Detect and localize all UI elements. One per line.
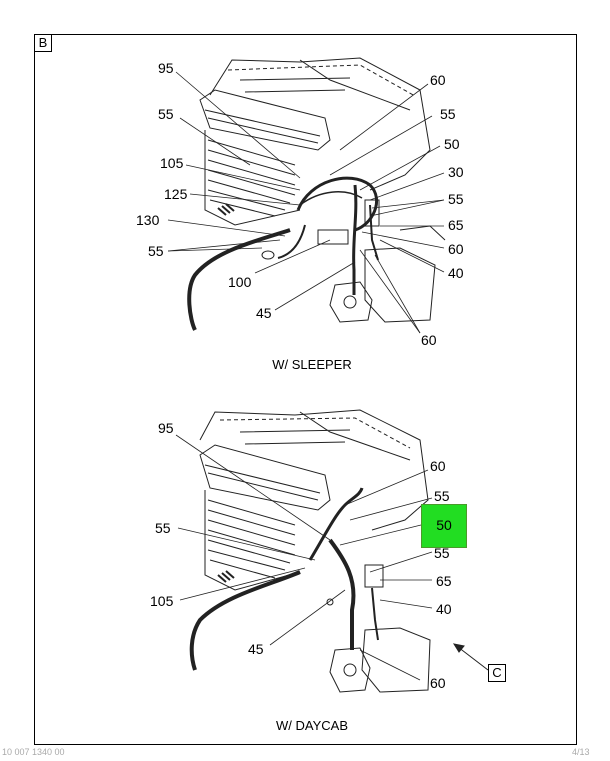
highlighted-callout-label: 50 [436, 517, 452, 533]
callout-95: 95 [158, 420, 174, 436]
bottom-view-caption: W/ DAYCAB [276, 718, 348, 733]
callout-60: 60 [430, 458, 446, 474]
callout-50: 50 [444, 136, 460, 152]
callout-95: 95 [158, 60, 174, 76]
callout-105: 105 [160, 155, 184, 171]
callout-60: 60 [430, 72, 446, 88]
callout-60: 60 [448, 241, 464, 257]
callout-55: 55 [434, 545, 450, 561]
callout-55: 55 [155, 520, 171, 536]
callout-30: 30 [448, 164, 464, 180]
callout-45: 45 [256, 305, 272, 321]
bottom-engine-assembly [189, 409, 431, 693]
view-label-box: C [488, 664, 506, 682]
view-arrow [452, 643, 489, 671]
callout-65: 65 [448, 217, 464, 233]
top-view-caption: W/ SLEEPER [272, 357, 352, 372]
callout-105: 105 [150, 593, 174, 609]
callout-60: 60 [421, 332, 437, 348]
top-leader-lines [167, 71, 445, 334]
callout-45: 45 [248, 641, 264, 657]
callout-60: 60 [430, 675, 446, 691]
bottom-ribbed-module [207, 499, 296, 579]
callout-55: 55 [434, 488, 450, 504]
callout-125: 125 [164, 186, 188, 202]
section-label-box: B [34, 34, 52, 52]
callout-55: 55 [440, 106, 456, 122]
footer-drawing-number: 10 007 1340 00 [2, 747, 65, 757]
diagram-frame [34, 34, 577, 745]
callout-55: 55 [158, 106, 174, 122]
callout-40: 40 [448, 265, 464, 281]
footer-date: 4/13 [572, 747, 590, 757]
callout-100: 100 [228, 274, 252, 290]
callout-55: 55 [148, 243, 164, 259]
callout-40: 40 [436, 601, 452, 617]
callout-65: 65 [436, 573, 452, 589]
callout-130: 130 [136, 212, 160, 228]
highlighted-callout-50: 50 [421, 504, 467, 548]
top-ribbed-module [207, 139, 296, 217]
bottom-leader-lines [175, 434, 433, 681]
callout-55: 55 [448, 191, 464, 207]
